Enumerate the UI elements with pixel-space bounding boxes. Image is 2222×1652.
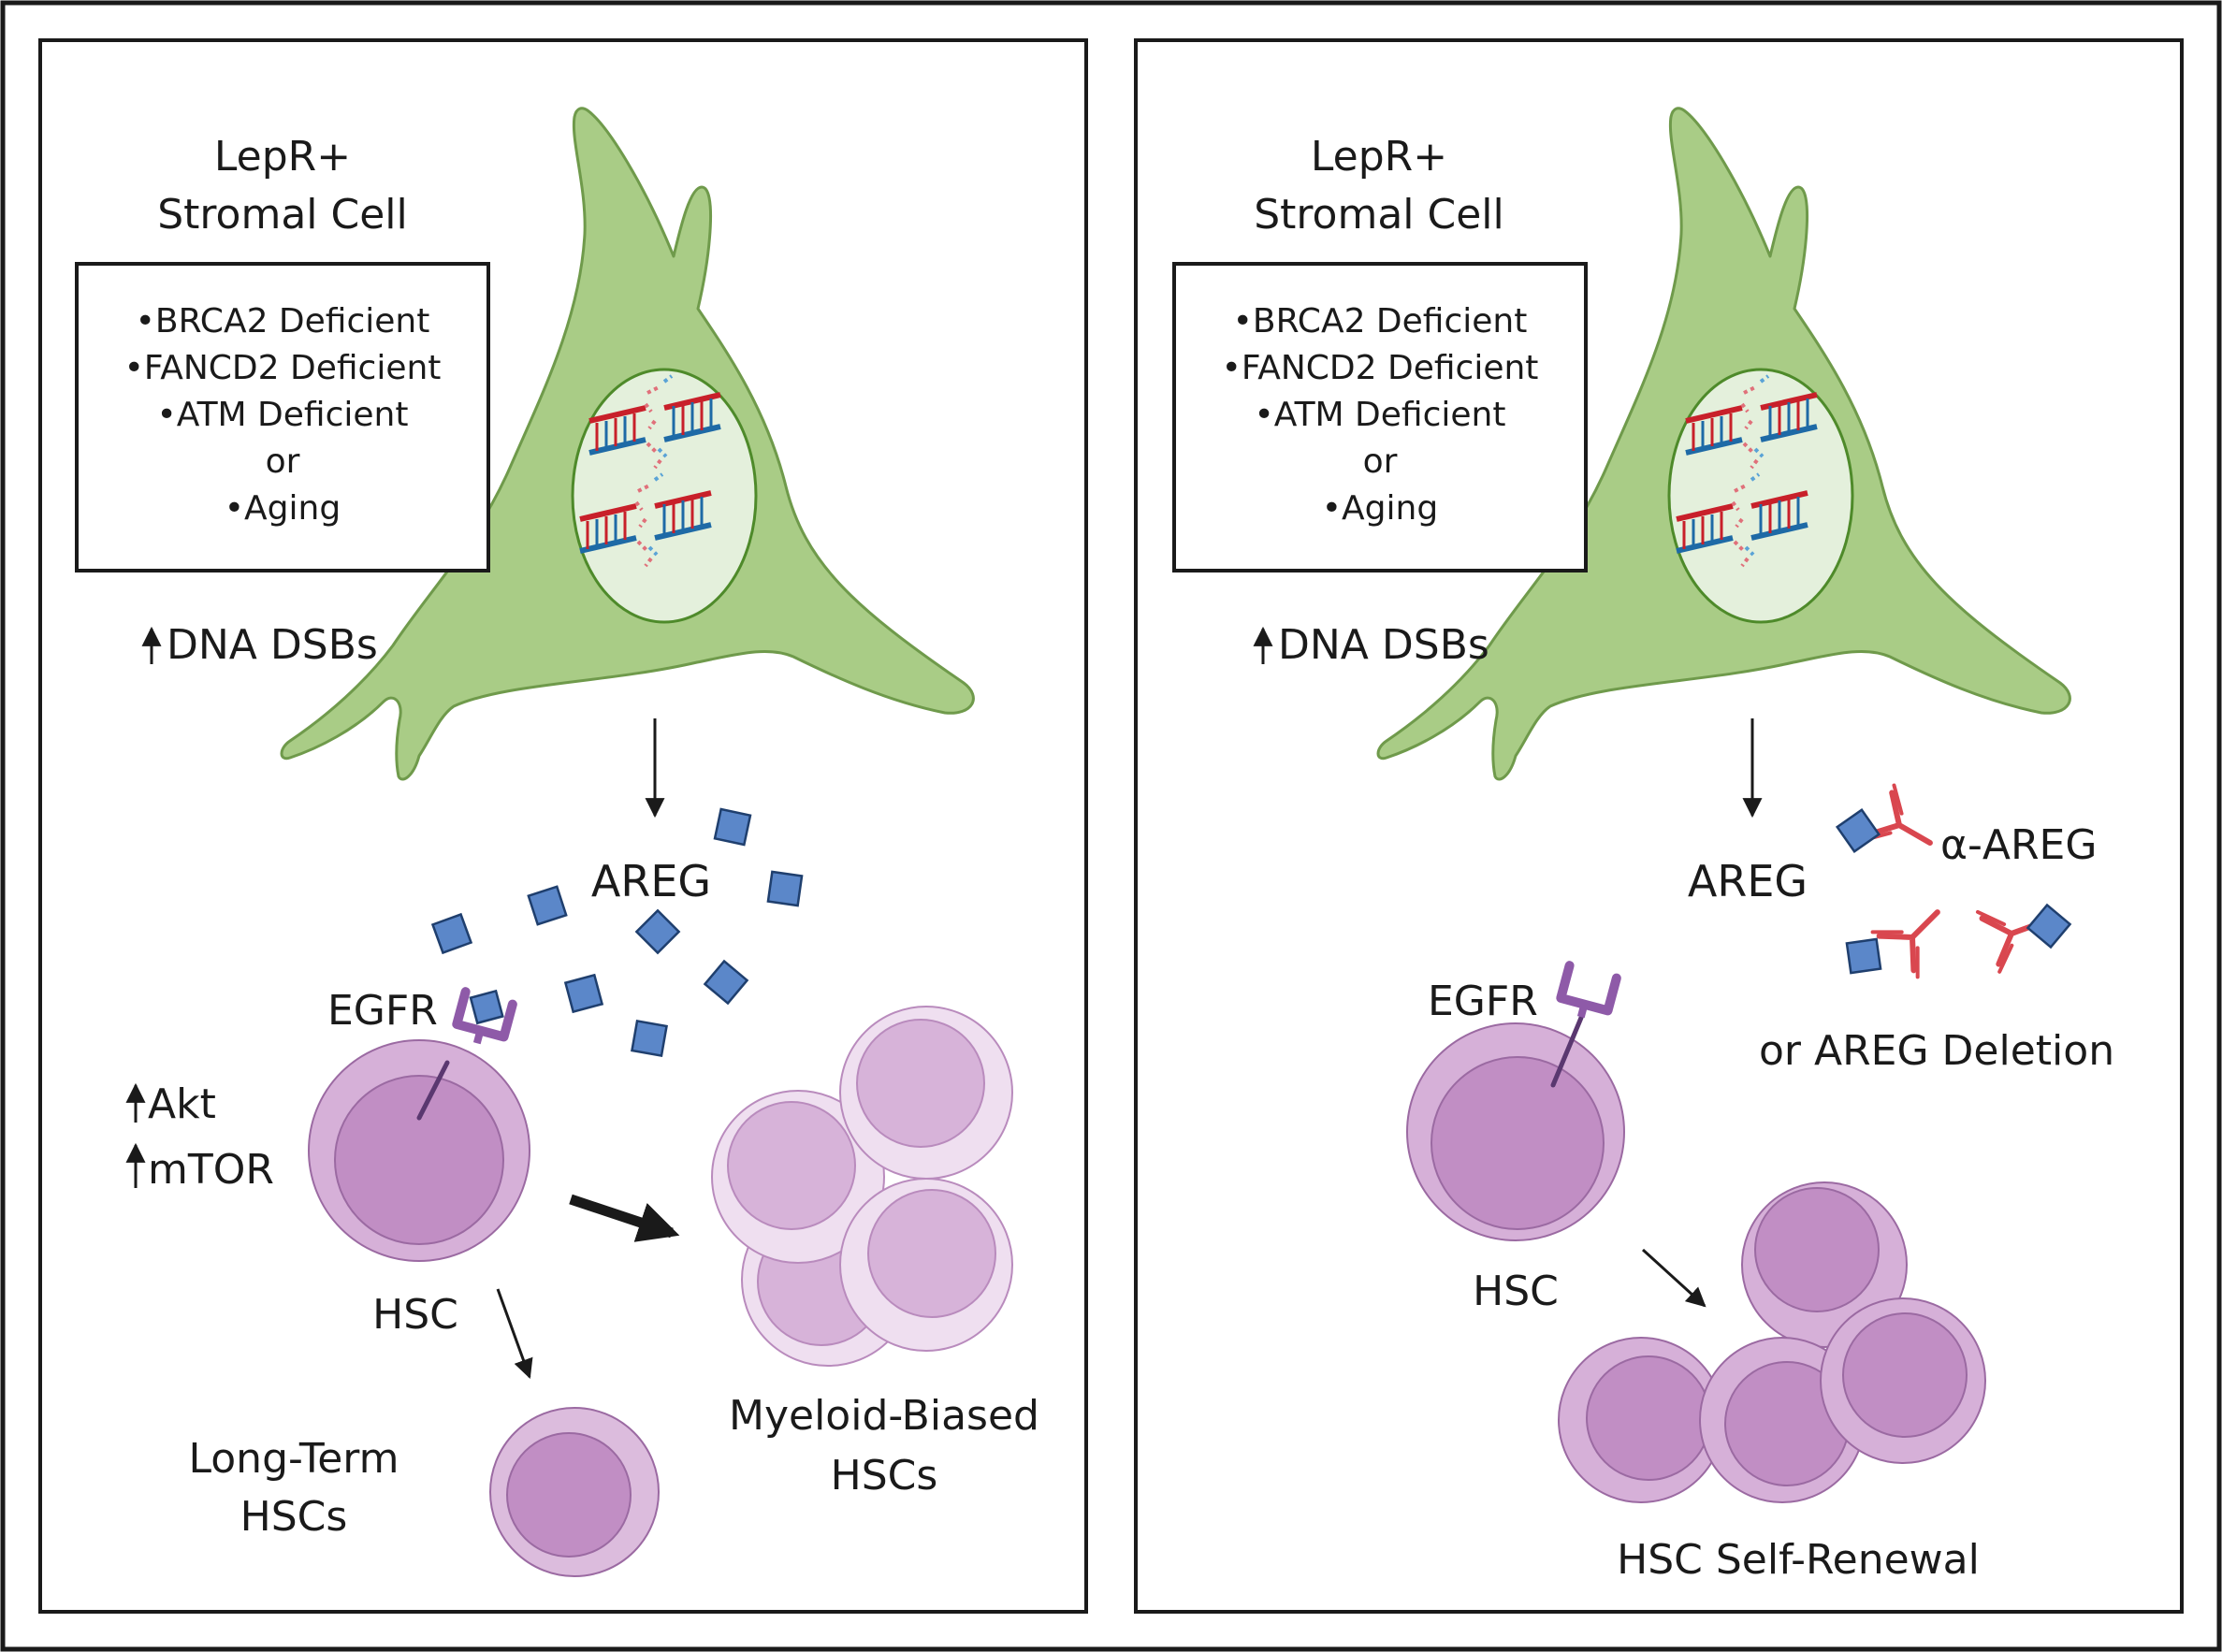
areg-deletion-label: or AREG Deletion xyxy=(1759,1027,2114,1075)
condition-item: •BRCA2 Deficient xyxy=(136,302,430,341)
condition-item: •ATM Deficient xyxy=(157,396,409,434)
hsc-cell xyxy=(308,1039,530,1262)
conditions-list: •BRCA2 Deficient •FANCD2 Deficient •ATM … xyxy=(124,302,442,528)
anti-areg-label: α-AREG xyxy=(1940,821,2097,869)
myeloid-label-line1: Myeloid-Biased xyxy=(729,1392,1039,1440)
areg-square xyxy=(766,870,804,907)
self-renewal-hsc-cluster xyxy=(1558,1181,1986,1503)
myeloid-biased-hsc-cluster xyxy=(711,1006,1013,1367)
long-term-hsc-cell xyxy=(489,1407,660,1577)
thin-arrow-icon xyxy=(1641,1248,1706,1308)
condition-item: •BRCA2 Deficient xyxy=(1233,302,1528,341)
egfr-receptor-icon xyxy=(454,983,516,1050)
self-renewal-label: HSC Self-Renewal xyxy=(1617,1536,1980,1584)
cell-title-line1: LepR+ xyxy=(214,133,351,181)
areg-square xyxy=(713,807,752,847)
left-panel-frame xyxy=(38,38,1088,1614)
bound-areg-square xyxy=(469,989,504,1025)
conditions-box xyxy=(75,262,490,572)
thin-arrow-icon xyxy=(496,1288,533,1379)
areg-squares xyxy=(430,807,804,1057)
cell-title-line2: Stromal Cell xyxy=(1254,191,1504,239)
hsc-cell xyxy=(711,1090,885,1264)
areg-label: AREG xyxy=(591,856,711,906)
areg-square xyxy=(430,912,473,955)
left-panel: LepR+ Stromal Cell •BRCA2 Deficient •FAN… xyxy=(38,38,1088,1614)
hsc-label: HSC xyxy=(1473,1268,1559,1315)
hsc-cell xyxy=(1820,1297,1986,1464)
hsc-cell xyxy=(839,1178,1013,1352)
areg-square xyxy=(703,959,749,1006)
conditions-list: •BRCA2 Deficient •FANCD2 Deficient •ATM … xyxy=(1222,302,1539,528)
condition-item: •Aging xyxy=(1322,489,1438,528)
receptor-stalk xyxy=(416,1060,450,1121)
right-panel-frame xyxy=(1134,38,2184,1614)
long-term-label-line2: HSCs xyxy=(240,1493,348,1541)
condition-item: or xyxy=(1363,442,1398,481)
areg-square xyxy=(563,973,604,1014)
hsc-cell xyxy=(839,1006,1013,1180)
akt-label: Akt xyxy=(148,1080,216,1128)
areg-square xyxy=(631,1020,668,1057)
cell-title-line1: LepR+ xyxy=(1311,133,1447,181)
receptor-stalk xyxy=(1550,1015,1584,1088)
cell-title-line2: Stromal Cell xyxy=(157,191,408,239)
condition-item: or xyxy=(266,442,300,481)
egfr-label: EGFR xyxy=(1428,978,1538,1025)
condition-item: •ATM Deficient xyxy=(1255,396,1506,434)
dna-dsbs-label: DNA DSBs xyxy=(1278,621,1489,669)
bound-areg-square xyxy=(2026,903,2072,949)
thick-arrow-icon xyxy=(569,1194,680,1242)
egfr-label: EGFR xyxy=(327,987,438,1035)
condition-item: •Aging xyxy=(225,489,341,528)
mtor-label: mTOR xyxy=(148,1146,274,1194)
areg-square xyxy=(527,885,568,926)
long-term-label-line1: Long-Term xyxy=(189,1435,399,1483)
areg-square xyxy=(634,908,681,955)
hsc-label: HSC xyxy=(372,1291,458,1339)
condition-item: •FANCD2 Deficient xyxy=(1222,349,1539,387)
conditions-box xyxy=(1172,262,1588,572)
hsc-cell xyxy=(1741,1181,1908,1348)
bound-areg-square xyxy=(1845,937,1882,975)
hsc-cell xyxy=(1406,1022,1625,1241)
condition-item: •FANCD2 Deficient xyxy=(124,349,442,387)
myeloid-label-line2: HSCs xyxy=(831,1452,938,1500)
areg-label: AREG xyxy=(1688,856,1808,906)
right-panel: LepR+ Stromal Cell •BRCA2 Deficient •FAN… xyxy=(1134,38,2184,1614)
bound-areg-square xyxy=(1835,807,1881,854)
hsc-cell xyxy=(1558,1337,1724,1503)
dna-dsbs-label: DNA DSBs xyxy=(167,621,378,669)
